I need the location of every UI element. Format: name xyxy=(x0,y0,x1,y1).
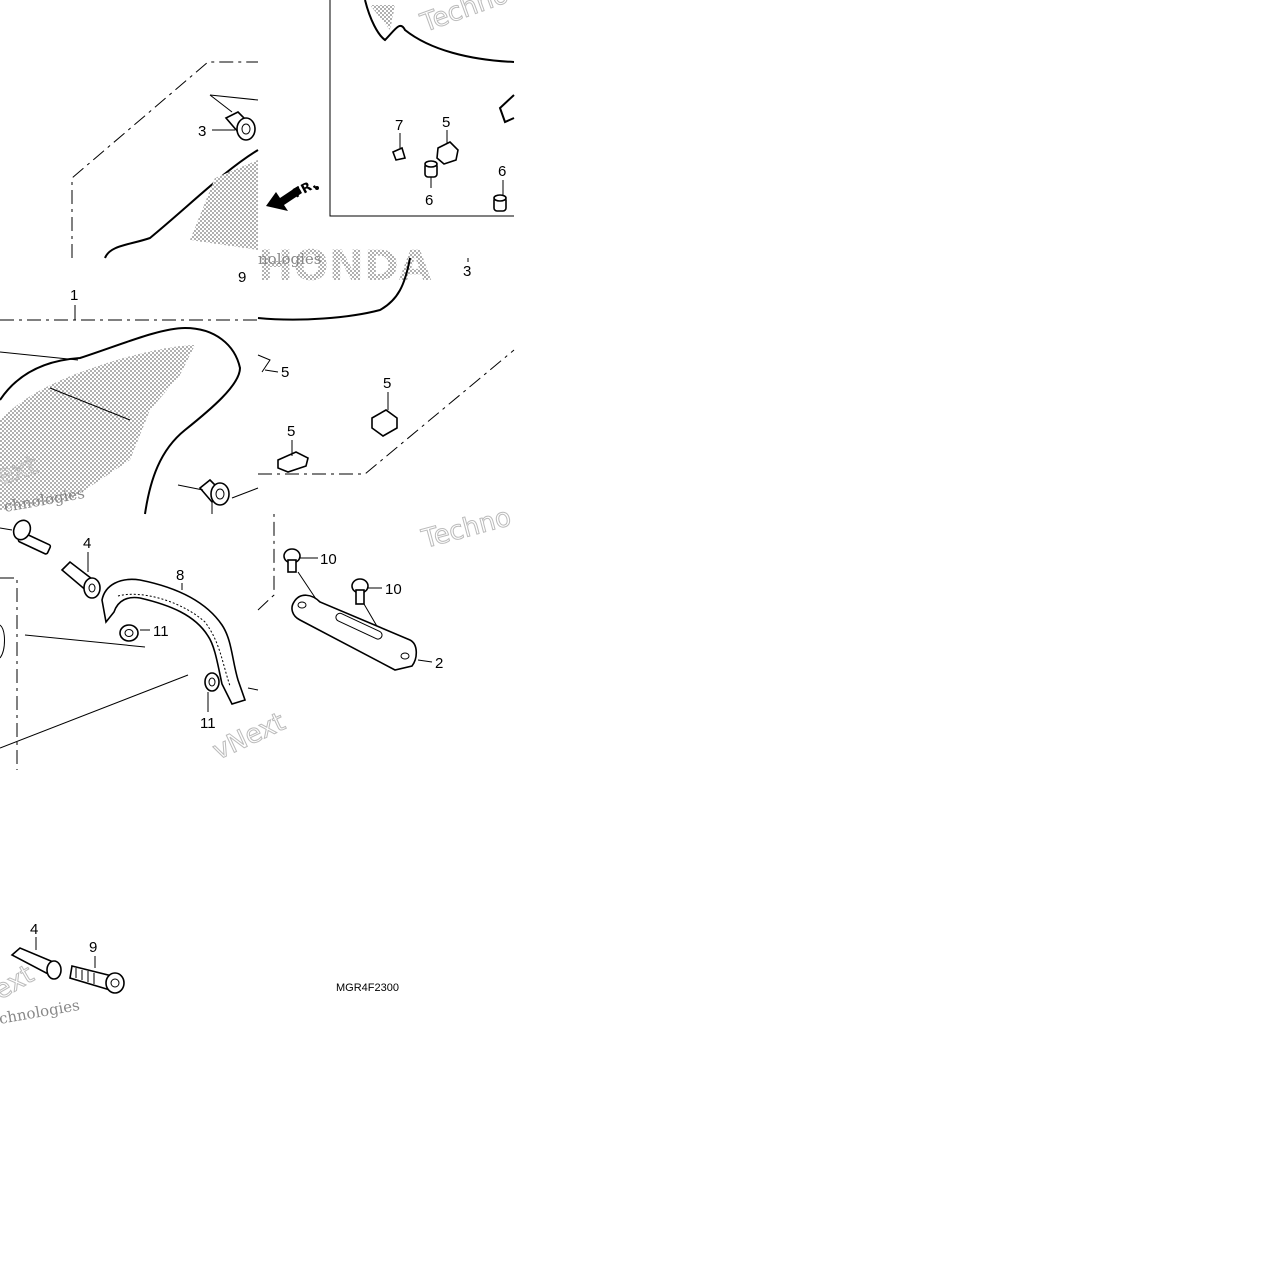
tile-grab-rail: 4 8 11 11 vNext xyxy=(0,514,290,770)
tile-small-parts: Techno 7 5 6 6 FR. xyxy=(266,0,515,217)
callout-3-left: 3 xyxy=(198,123,206,140)
tile-collar-bolt: 4 9 ext chnologies MGR4F2300 xyxy=(0,921,399,1028)
grommet-part xyxy=(224,111,256,141)
callout-10-lower: 10 xyxy=(385,581,402,598)
bolt-part-10-upper xyxy=(283,548,331,621)
tile-seat-body: 1 ext chnologies xyxy=(0,287,259,516)
callout-11-upper: 11 xyxy=(153,623,169,640)
collar-part-upper xyxy=(60,560,101,599)
callout-9-lower: 9 xyxy=(89,939,97,956)
drawing-code: MGR4F2300 xyxy=(336,982,399,994)
callout-6-left: 6 xyxy=(425,192,433,209)
grommet-part-lower xyxy=(198,478,230,506)
watermark-techno-mid: Techno xyxy=(418,502,514,555)
callout-3-right: 3 xyxy=(463,263,471,280)
clip-nut-part xyxy=(391,146,407,161)
callout-5-mid-lower: 5 xyxy=(287,423,295,440)
seat-stay-part xyxy=(291,594,418,671)
callout-1: 1 xyxy=(70,287,78,304)
tile-stay: Techno 10 10 2 xyxy=(283,502,515,672)
watermark-nologies: nologies xyxy=(258,250,322,268)
callout-9-upper: 9 xyxy=(238,269,246,286)
grab-rail-part xyxy=(101,578,247,705)
front-arrow-icon xyxy=(266,186,302,211)
front-arrow-label: FR. xyxy=(291,177,319,202)
callout-5-mid-right: 5 xyxy=(281,364,289,381)
bolt-part-upper xyxy=(12,519,52,555)
callout-11-lower: 11 xyxy=(200,715,216,732)
cushion-part-left xyxy=(424,160,438,178)
watermark-vnext-lower: vNext xyxy=(208,707,290,766)
tile-seat-rear: HONDA nologies 9 3 5 5 5 xyxy=(238,241,515,475)
bolt-part-lower xyxy=(69,965,125,994)
tile-seat-front: 3 xyxy=(71,61,259,259)
bracket-nut-part-low xyxy=(277,451,309,473)
callout-2: 2 xyxy=(435,655,443,672)
callout-4-upper: 4 xyxy=(83,535,91,552)
washer-part-lower xyxy=(204,672,220,692)
callout-5-mid-upper: 5 xyxy=(383,375,391,392)
watermark-techno-top: Techno xyxy=(416,0,512,39)
collar-part-lower xyxy=(10,947,62,980)
washer-part-upper xyxy=(119,624,139,642)
callout-4-lower: 4 xyxy=(30,921,38,938)
callout-6-right: 6 xyxy=(498,163,506,180)
callout-8: 8 xyxy=(176,567,184,584)
cushion-part-right xyxy=(493,194,507,212)
callout-5-top: 5 xyxy=(442,114,450,131)
bracket-nut-part xyxy=(436,141,459,165)
callout-7: 7 xyxy=(395,117,403,134)
bracket-nut-part-mid xyxy=(371,409,398,437)
callout-10-upper: 10 xyxy=(320,551,337,568)
